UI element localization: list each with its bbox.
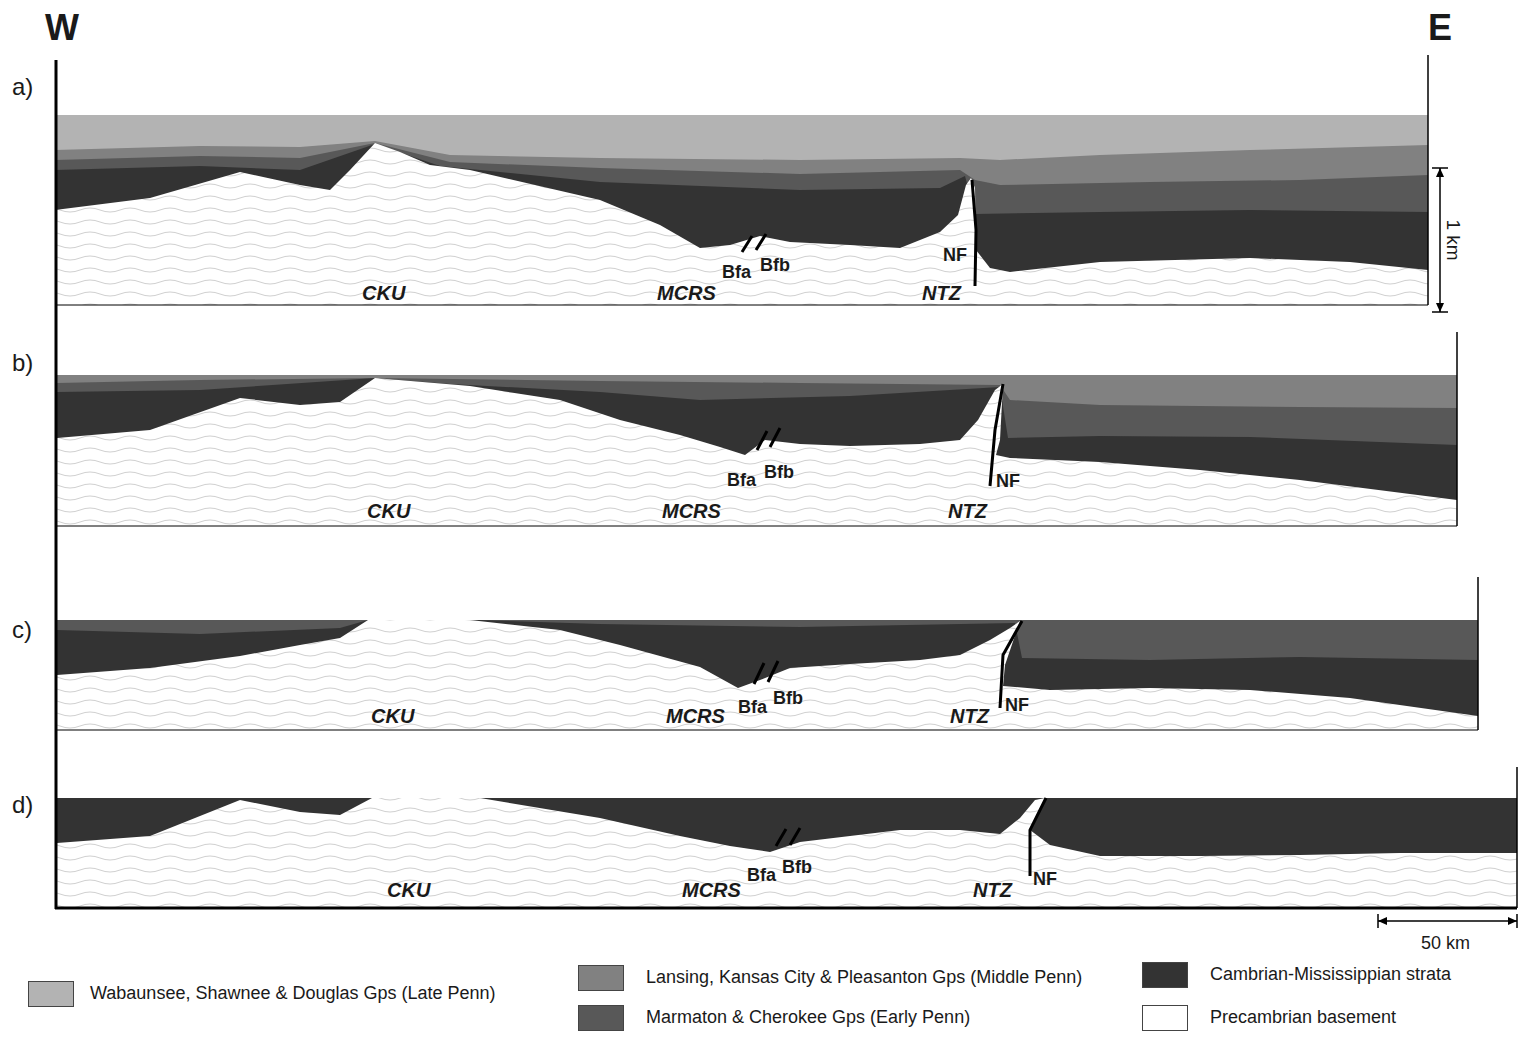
frame-axis [55, 60, 58, 909]
horizontal-scale [1378, 914, 1517, 928]
panel-letter: d) [12, 792, 33, 818]
structure-label: NTZ [948, 500, 987, 522]
fault-label: Bfb [764, 463, 794, 483]
structure-label: NTZ [922, 282, 961, 304]
legend-swatch [578, 965, 624, 991]
direction-label: E [1428, 8, 1452, 48]
legend-text: Wabaunsee, Shawnee & Douglas Gps (Late P… [90, 984, 496, 1004]
fault-label: Bfa [738, 698, 767, 718]
fault-label: NF [943, 246, 967, 266]
panel-letter: b) [12, 350, 33, 376]
structure-label: CKU [367, 500, 410, 522]
panel-c [57, 577, 1478, 730]
fault-label: Bfa [747, 866, 776, 886]
legend-text: Marmaton & Cherokee Gps (Early Penn) [646, 1008, 970, 1028]
fault-label: Bfb [782, 858, 812, 878]
legend-text: Lansing, Kansas City & Pleasanton Gps (M… [646, 968, 1082, 988]
legend-swatch [1142, 962, 1188, 988]
structure-label: MCRS [662, 500, 721, 522]
fault-label: Bfb [773, 689, 803, 709]
structure-label: MCRS [682, 879, 741, 901]
structure-label: CKU [362, 282, 405, 304]
panel-d [57, 767, 1517, 908]
panel-b [57, 332, 1457, 526]
structure-label: MCRS [666, 705, 725, 727]
panel-letter: a) [12, 74, 33, 100]
fault-label: Bfa [722, 263, 751, 283]
legend-text: Precambrian basement [1210, 1008, 1396, 1028]
frame-axis [55, 907, 1517, 910]
fault-label: NF [1033, 870, 1057, 890]
legend-swatch [578, 1005, 624, 1031]
fault-label: NF [996, 472, 1020, 492]
structure-label: CKU [387, 879, 430, 901]
scale-label: 1 km [1443, 219, 1464, 260]
structure-label: MCRS [657, 282, 716, 304]
legend-swatch [1142, 1005, 1188, 1031]
structure-label: NTZ [973, 879, 1012, 901]
structure-label: NTZ [950, 705, 989, 727]
legend-swatch [28, 981, 74, 1007]
fault-label: NF [1005, 696, 1029, 716]
fault-label: Bfb [760, 256, 790, 276]
panel-a [55, 55, 1428, 305]
panel-letter: c) [12, 617, 32, 643]
scale-label: 50 km [1421, 934, 1470, 954]
structure-label: CKU [371, 705, 414, 727]
direction-label: W [45, 8, 79, 48]
legend-text: Cambrian-Mississippian strata [1210, 965, 1451, 985]
fault-label: Bfa [727, 471, 756, 491]
